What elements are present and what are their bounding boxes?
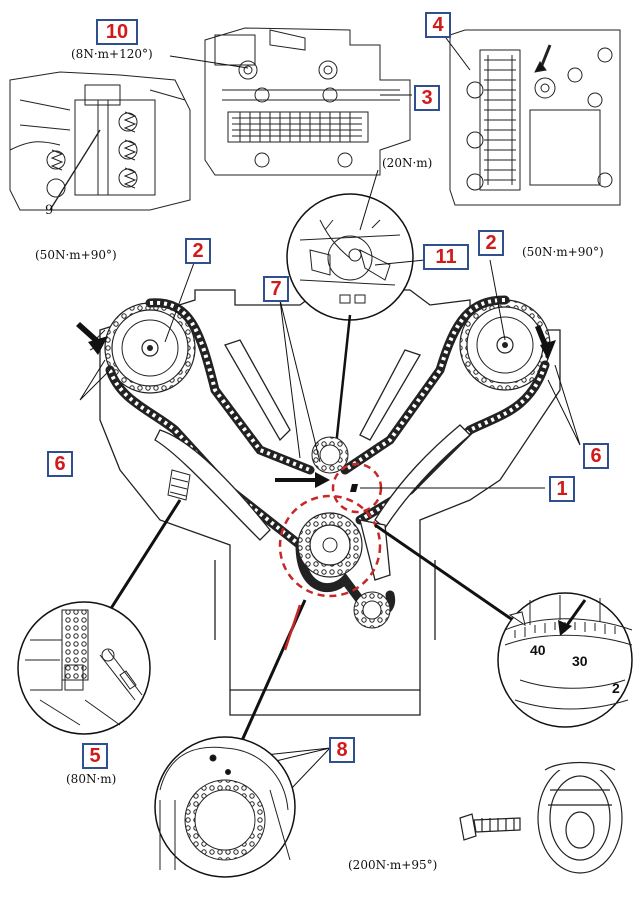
timing-mark [350,484,358,492]
cam-carrier-detail [204,27,411,176]
crank-sprocket [297,512,391,629]
callout-11: 11 [423,244,469,270]
callout-3: 3 [414,85,440,111]
callout-4: 4 [425,12,451,38]
inset-degree-scale [497,592,633,728]
label-9: 9 [45,203,54,218]
callout-6-left: 6 [47,451,73,477]
torque-label-crank: (200N·m+95°) [348,858,438,872]
scale-number-30: 30 [572,653,588,669]
inset-11 [286,193,414,456]
scale-number-2: 2 [612,680,620,696]
left-cam-sprocket [89,302,196,394]
crank-bolt [459,813,521,841]
intermediate-sprocket [311,436,349,474]
callout-10: 10 [96,19,138,45]
pointer-arrows [76,322,556,488]
tensioner-bolt [167,469,191,501]
torque-label-5: (80N·m) [66,772,117,786]
right-cam-sprocket [459,299,551,391]
callout-2-right: 2 [478,230,504,256]
crank-pulley [537,761,623,874]
callout-5: 5 [82,743,108,769]
callout-7: 7 [263,276,289,302]
scale-number-40: 40 [530,642,546,658]
callout-8: 8 [329,737,355,763]
timing-chains-links [108,298,547,547]
inset-8 [154,736,296,878]
chain-guide-detail [449,29,621,206]
valve-spring-detail [9,71,191,211]
torque-label-11: (20N·m) [382,156,433,170]
chain-guide-rails [154,339,471,581]
inset-5 [17,601,151,735]
callout-1: 1 [549,476,575,502]
inset-pointer-lines [108,499,521,746]
torque-label-2-left: (50N·m+90°) [35,248,117,262]
torque-label-10: (8N·m+120°) [71,47,153,61]
callout-6-right: 6 [583,443,609,469]
torque-label-2-right: (50N·m+90°) [522,245,604,259]
callout-2-left: 2 [185,238,211,264]
